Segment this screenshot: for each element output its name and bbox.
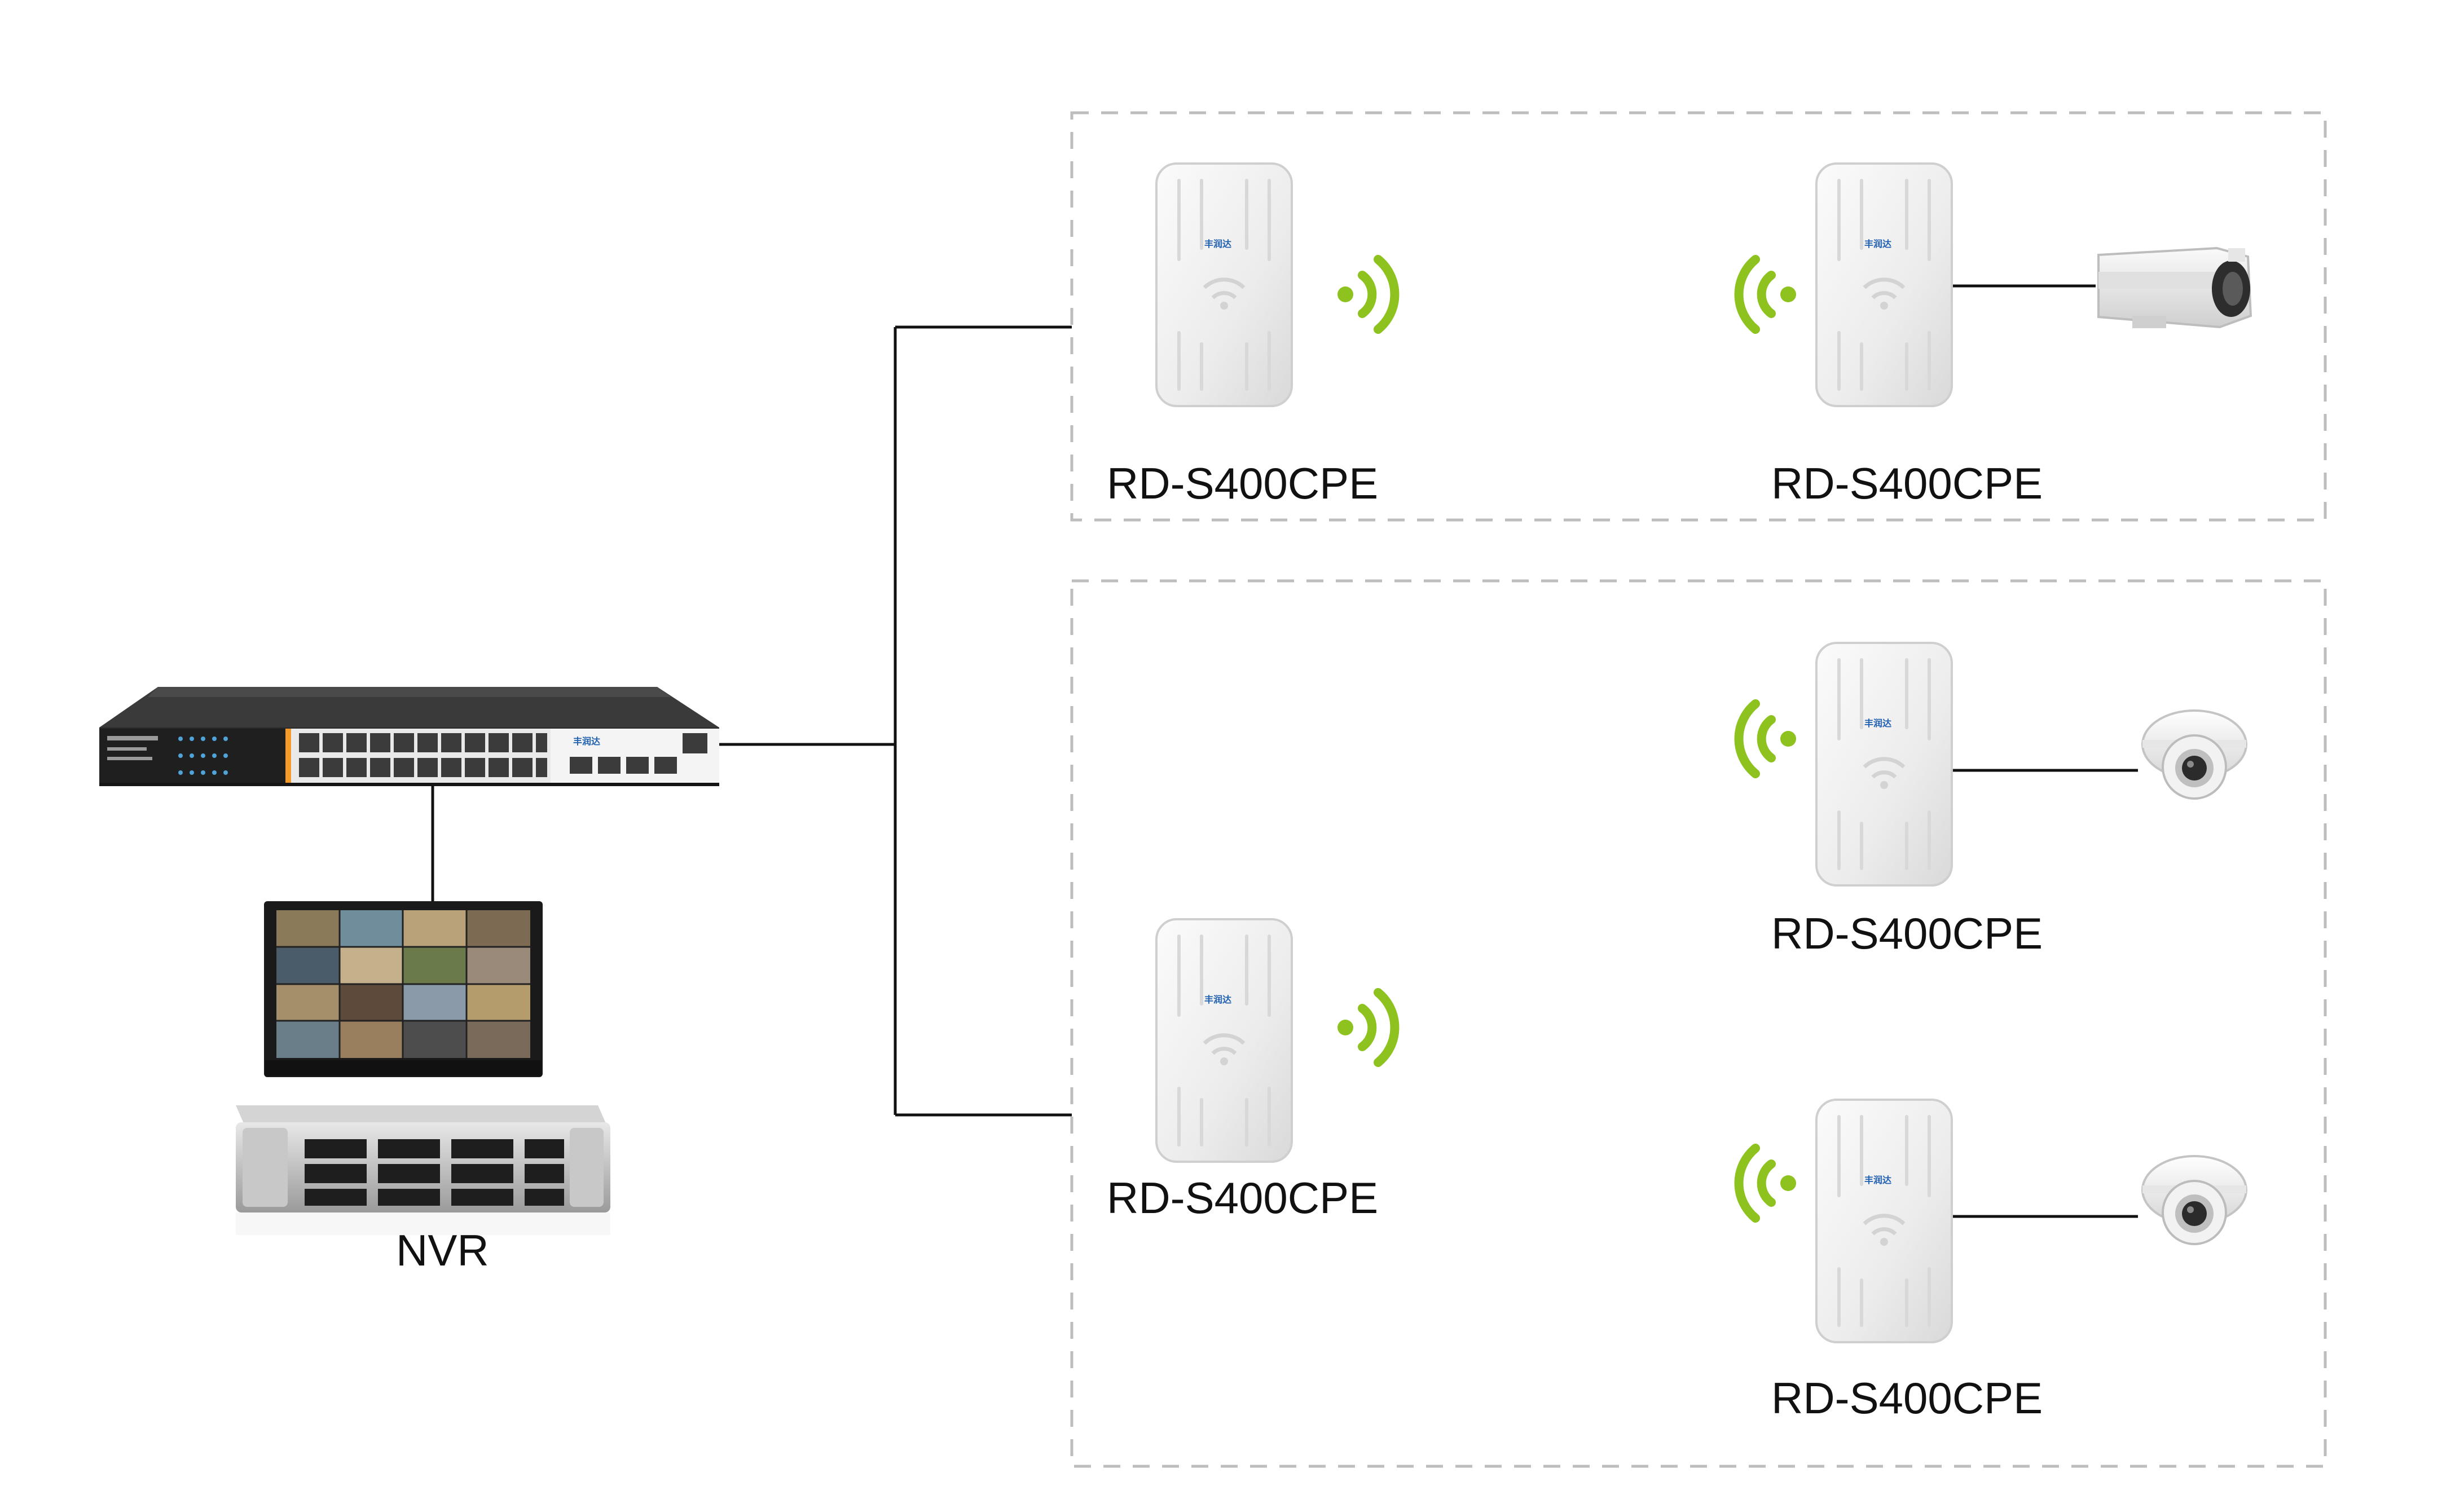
cabling bbox=[431, 284, 2138, 1218]
monitor-icon bbox=[264, 901, 543, 1077]
cpe-device-bottom-left bbox=[1156, 919, 1292, 1162]
brand-mark: 丰润达 bbox=[1204, 240, 1232, 249]
wifi-signal-icon bbox=[1337, 259, 1394, 329]
switch-brand-mark: 丰润达 bbox=[573, 737, 601, 747]
cpe-label-mid-right: RD-S400CPE bbox=[1771, 909, 2043, 958]
cpe-device-top-left bbox=[1156, 164, 1292, 406]
dome-camera-icon bbox=[2141, 1155, 2247, 1245]
nvr-icon bbox=[236, 1105, 610, 1235]
cpe-device-bottom-right bbox=[1816, 1100, 1952, 1342]
wifi-signal-icon bbox=[1337, 993, 1394, 1062]
cpe-device-mid-right bbox=[1816, 643, 1952, 885]
wifi-signal-icon bbox=[1739, 704, 1796, 774]
cpe-label-top-right: RD-S400CPE bbox=[1771, 458, 2043, 508]
brand-mark: 丰润达 bbox=[1204, 995, 1232, 1005]
wifi-signal-icon bbox=[1739, 259, 1796, 329]
nvr-label: NVR bbox=[396, 1225, 489, 1275]
group-box-bottom bbox=[1070, 579, 2327, 1468]
group-box-top bbox=[1070, 111, 2327, 522]
cpe-label-bottom-right: RD-S400CPE bbox=[1771, 1373, 2043, 1423]
cpe-label-bottom-left: RD-S400CPE bbox=[1107, 1173, 1379, 1223]
cpe-label-top-left: RD-S400CPE bbox=[1107, 458, 1379, 508]
brand-mark: 丰润达 bbox=[1864, 240, 1892, 249]
bullet-camera-icon bbox=[2097, 246, 2252, 329]
wifi-signal-icon bbox=[1739, 1148, 1796, 1218]
cpe-device-top-right bbox=[1816, 164, 1952, 406]
poe-switch-icon bbox=[99, 687, 719, 786]
brand-mark: 丰润达 bbox=[1864, 719, 1892, 729]
brand-mark: 丰润达 bbox=[1864, 1176, 1892, 1185]
dome-camera-icon bbox=[2141, 709, 2247, 800]
